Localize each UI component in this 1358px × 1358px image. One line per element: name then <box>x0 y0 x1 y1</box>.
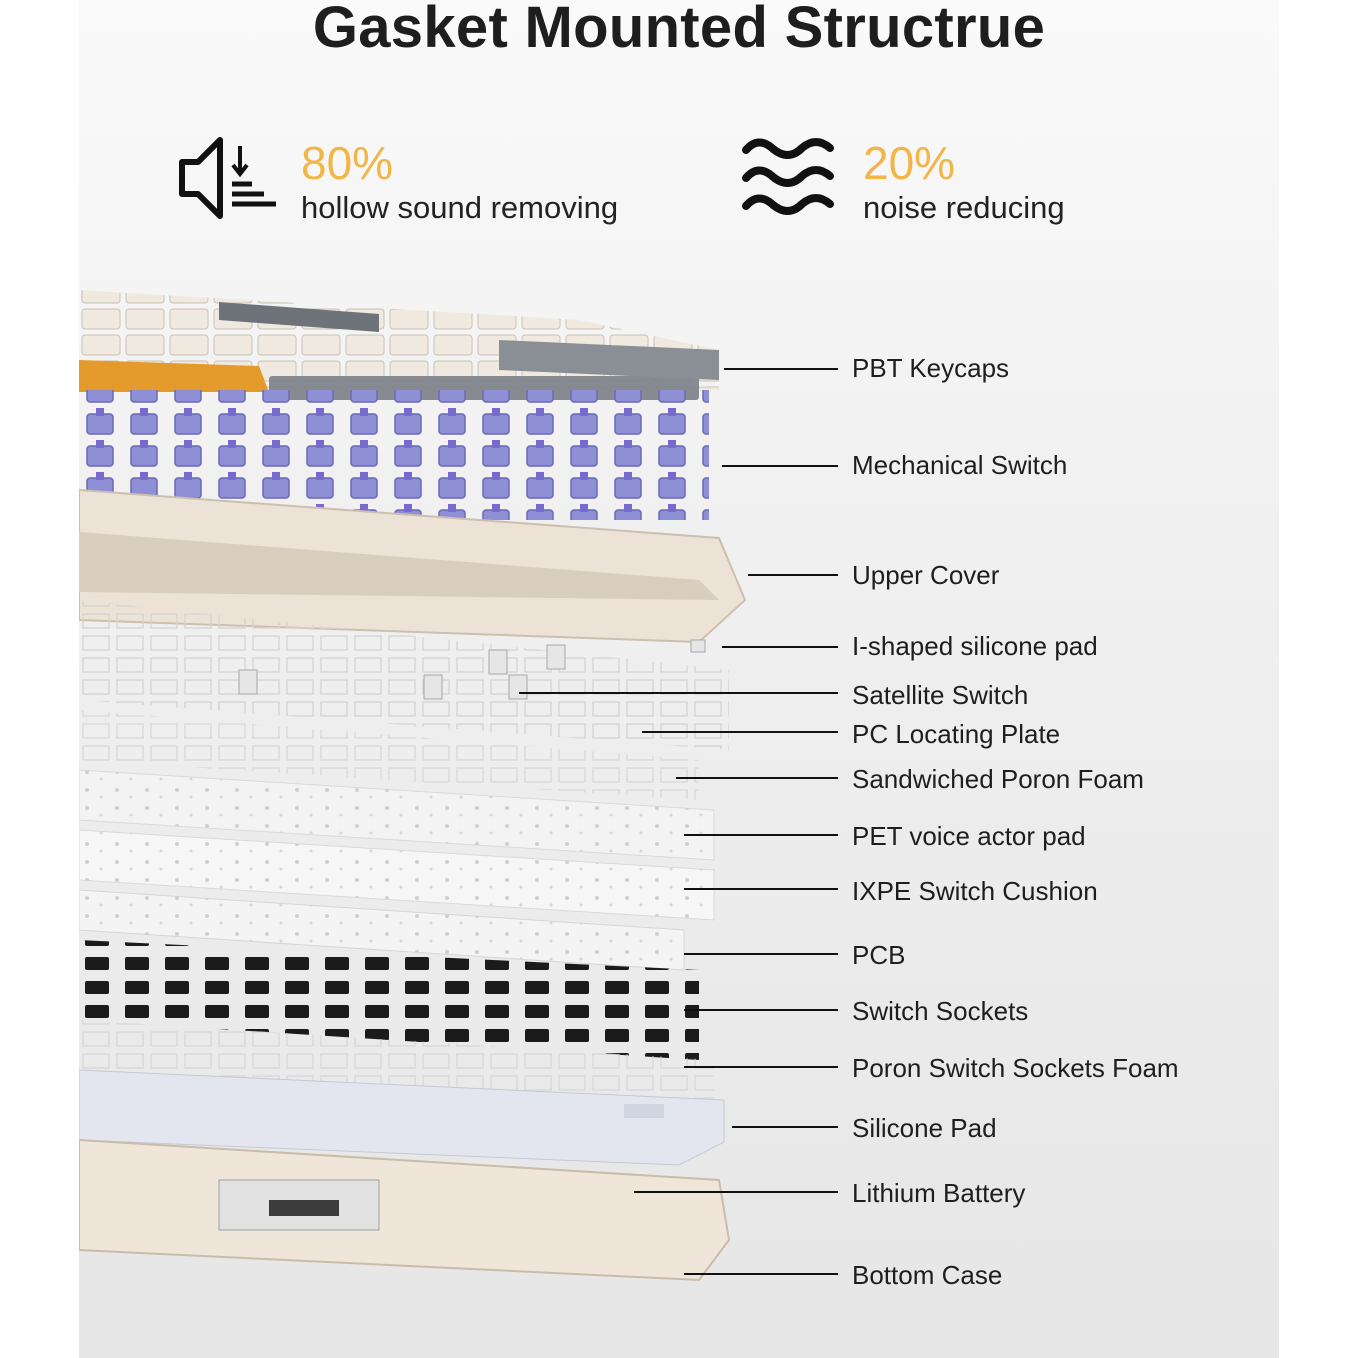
label-sandwiched-poron-foam: Sandwiched Poron Foam <box>852 764 1144 794</box>
exploded-keyboard-illustration <box>79 290 747 1282</box>
stat-percent: 20% <box>863 137 956 189</box>
leader-line <box>684 1066 838 1068</box>
label-pcb: PCB <box>852 940 906 970</box>
stat-noise-reducing: 20% noise reducing <box>863 140 1065 223</box>
silicone-pad-layer <box>79 1069 725 1166</box>
leader-line <box>684 1009 838 1011</box>
upper-cover-layer <box>79 488 747 644</box>
label-switch-sockets: Switch Sockets <box>852 996 1029 1026</box>
leader-line <box>732 1126 838 1128</box>
leader-line <box>724 368 838 370</box>
label-poron-switch-sockets-foam: Poron Switch Sockets Foam <box>852 1053 1179 1083</box>
label-pbt-keycaps: PBT Keycaps <box>852 353 1010 383</box>
leader-line <box>722 646 838 648</box>
poron-socket-foam-layer <box>79 1020 714 1100</box>
leader-line <box>642 731 838 733</box>
leader-line <box>684 1273 838 1275</box>
leader-line <box>684 953 838 955</box>
label-ixpe-switch-cushion: IXPE Switch Cushion <box>852 876 1098 906</box>
speaker-sound-icon <box>179 137 276 219</box>
stat-hollow-sound: 80% hollow sound removing <box>301 140 618 223</box>
leader-line <box>722 465 838 467</box>
label-upper-cover: Upper Cover <box>852 560 1000 590</box>
satellite-switch-layer <box>238 639 706 700</box>
bottom-case-layer <box>79 1138 731 1282</box>
label-silicone-pad: Silicone Pad <box>852 1113 997 1143</box>
leader-line <box>748 574 838 576</box>
leader-line <box>676 777 838 779</box>
leader-line <box>684 888 838 890</box>
pc-plate-layer <box>79 600 729 750</box>
label-bottom-case: Bottom Case <box>852 1260 1003 1290</box>
label-pc-locating-plate: PC Locating Plate <box>852 719 1061 749</box>
leader-line <box>634 1191 838 1193</box>
page-title: Gasket Mounted Structrue <box>312 0 1046 60</box>
label-satellite-switch: Satellite Switch <box>852 680 1029 710</box>
leader-line <box>684 834 838 836</box>
label-i-shaped-silicone-pad: I-shaped silicone pad <box>852 631 1098 661</box>
label-lithium-battery: Lithium Battery <box>852 1178 1026 1208</box>
label-pet-voice-actor-pad: PET voice actor pad <box>852 821 1086 851</box>
keycaps-layer <box>79 290 719 400</box>
stat-percent: 80% <box>301 137 394 189</box>
stat-label: noise reducing <box>863 190 1065 225</box>
poron-foam-layer <box>79 710 699 800</box>
sound-waves-icon <box>742 138 834 215</box>
leader-line <box>519 692 838 694</box>
label-mechanical-switch: Mechanical Switch <box>852 450 1068 480</box>
stat-label: hollow sound removing <box>301 190 619 225</box>
